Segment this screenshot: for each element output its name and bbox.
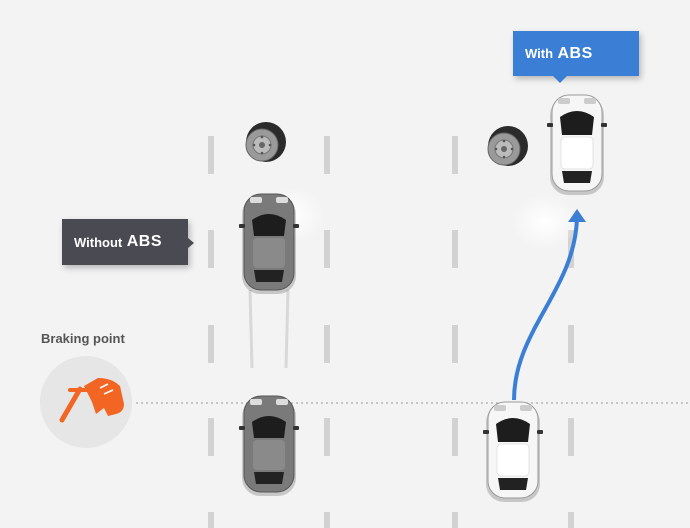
without-abs-text: ABS	[126, 233, 162, 250]
arrow-head-icon	[568, 209, 586, 222]
car-without-abs-start	[238, 395, 300, 497]
tire-smoke	[511, 194, 579, 250]
with-abs-label: With ABS	[513, 31, 639, 83]
car-with-abs-start	[482, 401, 544, 503]
skid-marks	[248, 289, 290, 369]
steering-path-arrow	[512, 217, 579, 401]
with-abs-text: ABS	[557, 44, 593, 62]
car-without-abs-top	[238, 193, 300, 295]
brake-disc-wheel-icon	[245, 121, 287, 163]
braking-point-circle	[40, 356, 132, 448]
braking-point-label: Braking point	[41, 331, 125, 346]
brake-disc-wheel-icon	[487, 125, 529, 167]
without-abs-prefix: Without	[74, 234, 123, 250]
with-abs-prefix: With	[525, 46, 554, 61]
car-with-abs-top	[546, 94, 608, 196]
foot-pressing-pedal-icon	[59, 378, 124, 423]
without-abs-label: Without ABS	[62, 219, 194, 265]
